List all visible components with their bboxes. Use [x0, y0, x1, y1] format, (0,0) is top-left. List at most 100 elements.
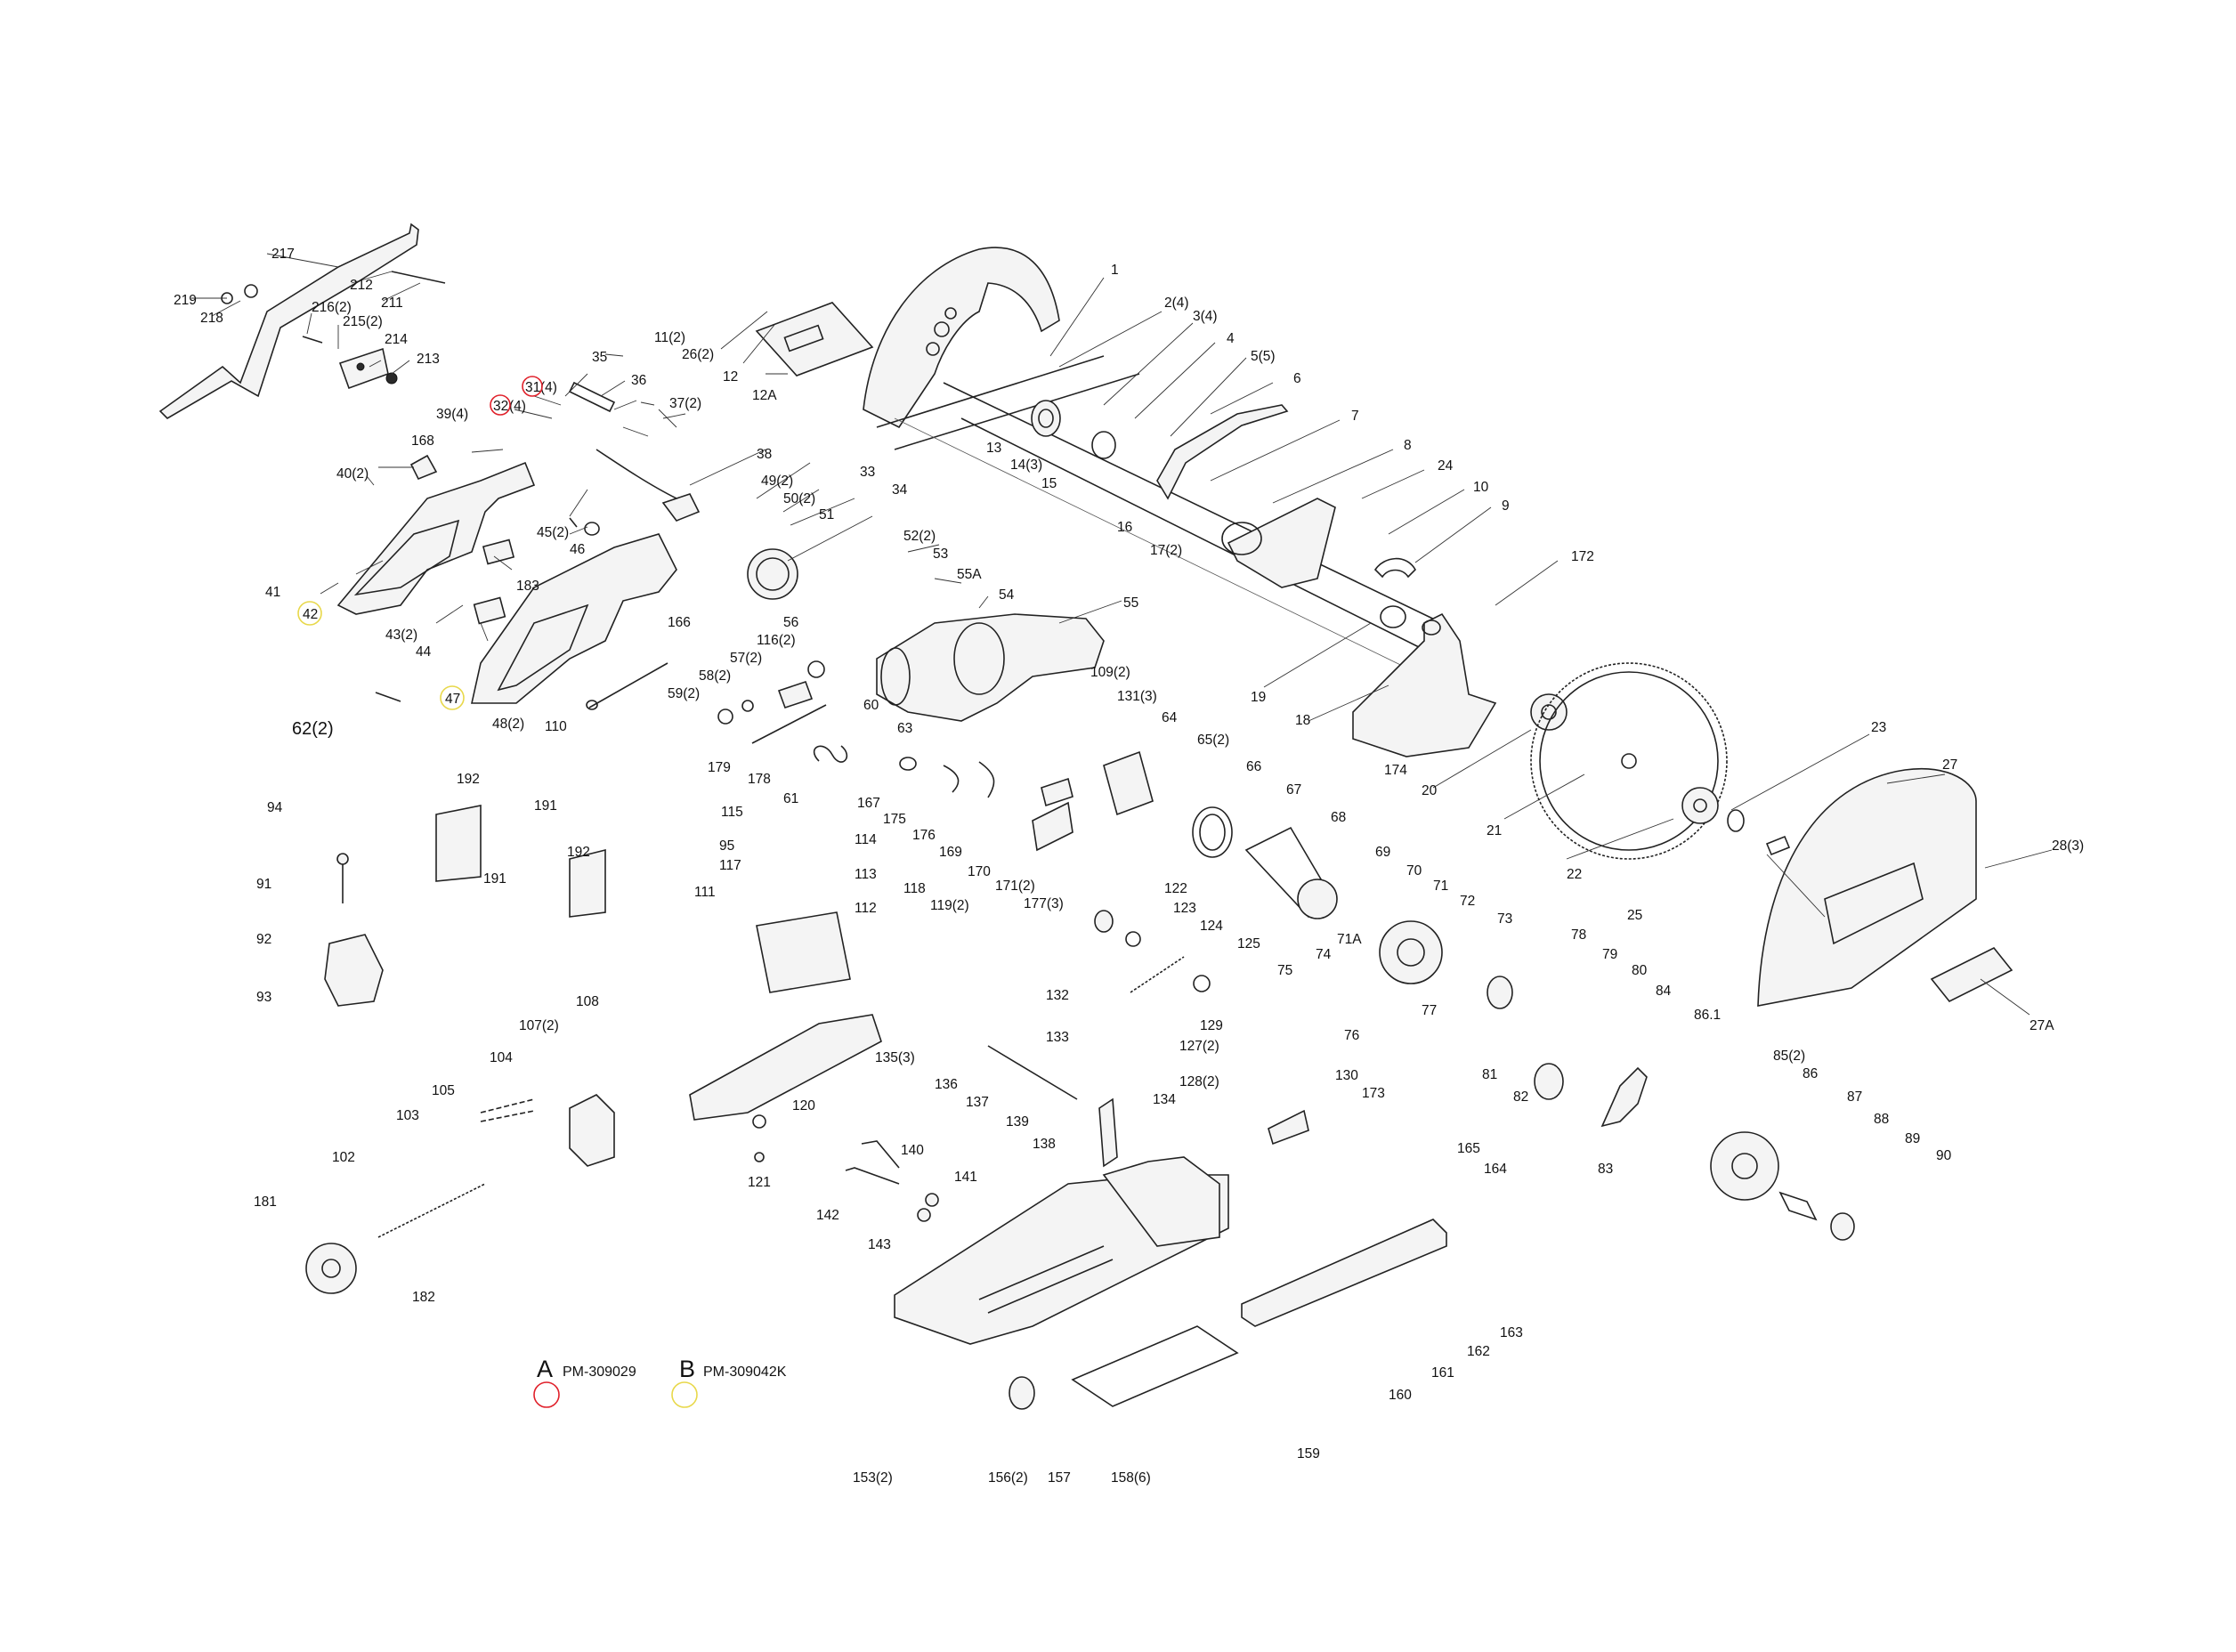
label-216: 216(2)	[312, 300, 352, 315]
label-167: 167	[857, 796, 880, 811]
handwheel-181	[305, 1243, 357, 1294]
label-128: 128(2)	[1179, 1074, 1219, 1089]
label-139: 139	[1006, 1114, 1029, 1130]
label-19: 19	[1251, 690, 1266, 705]
label-12a: 12A	[752, 388, 777, 403]
label-50: 50(2)	[783, 491, 815, 506]
label-104: 104	[490, 1050, 513, 1065]
label-66: 66	[1246, 759, 1261, 774]
bearing-13	[1031, 400, 1061, 437]
label-86: 86	[1803, 1066, 1818, 1081]
label-34: 34	[892, 482, 908, 498]
label-46: 46	[570, 542, 585, 557]
label-176: 176	[912, 828, 936, 843]
label-89: 89	[1905, 1131, 1920, 1146]
label-78: 78	[1571, 927, 1586, 943]
plate-12	[755, 302, 874, 377]
label-133: 133	[1046, 1030, 1069, 1045]
marker-b-42	[297, 601, 322, 626]
label-62: 62(2)	[292, 719, 334, 739]
label-11: 11(2)	[654, 330, 685, 345]
cord-38	[595, 449, 677, 499]
label-18: 18	[1295, 713, 1310, 728]
label-27: 27	[1942, 757, 1957, 773]
label-134: 134	[1153, 1092, 1176, 1107]
label-75: 75	[1277, 963, 1292, 978]
label-116: 116(2)	[757, 633, 796, 648]
label-109: 109(2)	[1090, 665, 1130, 680]
label-15: 15	[1041, 476, 1057, 491]
label-108: 108	[576, 994, 599, 1009]
label-163: 163	[1500, 1325, 1523, 1340]
label-219: 219	[174, 293, 197, 308]
label-177: 177(3)	[1024, 896, 1064, 911]
label-137: 137	[966, 1095, 989, 1110]
label-124: 124	[1200, 919, 1223, 934]
label-17: 17(2)	[1150, 543, 1182, 558]
part-labels: 1 2(4) 3(4) 4 5(5) 6 7 8 24 10 9 172 11(…	[174, 247, 2084, 1486]
label-217: 217	[271, 247, 295, 262]
label-53: 53	[933, 547, 948, 562]
label-158: 158(6)	[1111, 1470, 1151, 1486]
label-71a: 71A	[1337, 932, 1362, 947]
label-9: 9	[1502, 498, 1510, 514]
label-82: 82	[1513, 1089, 1528, 1105]
label-42: 42	[303, 607, 318, 622]
label-175: 175	[883, 812, 906, 827]
label-218: 218	[200, 311, 223, 326]
block-192-left	[435, 805, 482, 882]
label-59: 59(2)	[668, 686, 700, 701]
label-103: 103	[396, 1108, 419, 1123]
label-39: 39(4)	[436, 407, 468, 422]
label-117: 117	[719, 858, 741, 873]
label-45: 45(2)	[537, 525, 569, 540]
label-132: 132	[1046, 988, 1069, 1003]
label-178: 178	[748, 772, 771, 787]
label-65: 65(2)	[1197, 733, 1229, 748]
label-8: 8	[1404, 438, 1412, 453]
label-32-qty: (4)	[509, 399, 526, 414]
motor-housing-55	[876, 613, 1105, 722]
label-92: 92	[256, 932, 271, 947]
label-160: 160	[1389, 1388, 1412, 1403]
bar-160	[1241, 1219, 1447, 1327]
label-123: 123	[1173, 901, 1196, 916]
label-22: 22	[1567, 867, 1582, 882]
label-7: 7	[1351, 409, 1359, 424]
label-120: 120	[792, 1098, 815, 1113]
label-20: 20	[1422, 783, 1438, 798]
label-54: 54	[999, 587, 1015, 603]
label-136: 136	[935, 1077, 958, 1092]
block-192-right	[569, 848, 606, 918]
label-13: 13	[986, 441, 1001, 456]
guard-18	[1352, 612, 1497, 757]
label-192-b: 192	[567, 845, 590, 860]
label-161: 161	[1431, 1365, 1454, 1381]
label-85: 85(2)	[1773, 1049, 1805, 1064]
fence-111	[756, 911, 851, 993]
label-181: 181	[254, 1194, 277, 1210]
label-138: 138	[1033, 1137, 1056, 1152]
label-32: 32	[493, 399, 508, 414]
lower-guard-27	[1757, 767, 1977, 1007]
label-183: 183	[516, 579, 539, 594]
label-73: 73	[1497, 911, 1512, 927]
label-170: 170	[968, 864, 991, 879]
legend-a-circle	[533, 1381, 560, 1408]
label-90: 90	[1936, 1148, 1952, 1163]
label-3: 3(4)	[1193, 309, 1218, 324]
label-71: 71	[1433, 879, 1448, 894]
label-130: 130	[1335, 1068, 1358, 1083]
label-36: 36	[631, 373, 646, 388]
label-107: 107(2)	[519, 1018, 559, 1033]
label-68: 68	[1331, 810, 1346, 825]
label-113: 113	[855, 867, 877, 882]
label-114: 114	[855, 832, 877, 847]
label-35: 35	[592, 350, 607, 365]
legend-b-letter: B	[679, 1356, 695, 1382]
label-48: 48(2)	[492, 717, 524, 732]
label-16: 16	[1117, 520, 1132, 535]
label-94: 94	[267, 800, 283, 815]
label-140: 140	[901, 1143, 924, 1158]
gear-housing-71	[1379, 920, 1443, 984]
